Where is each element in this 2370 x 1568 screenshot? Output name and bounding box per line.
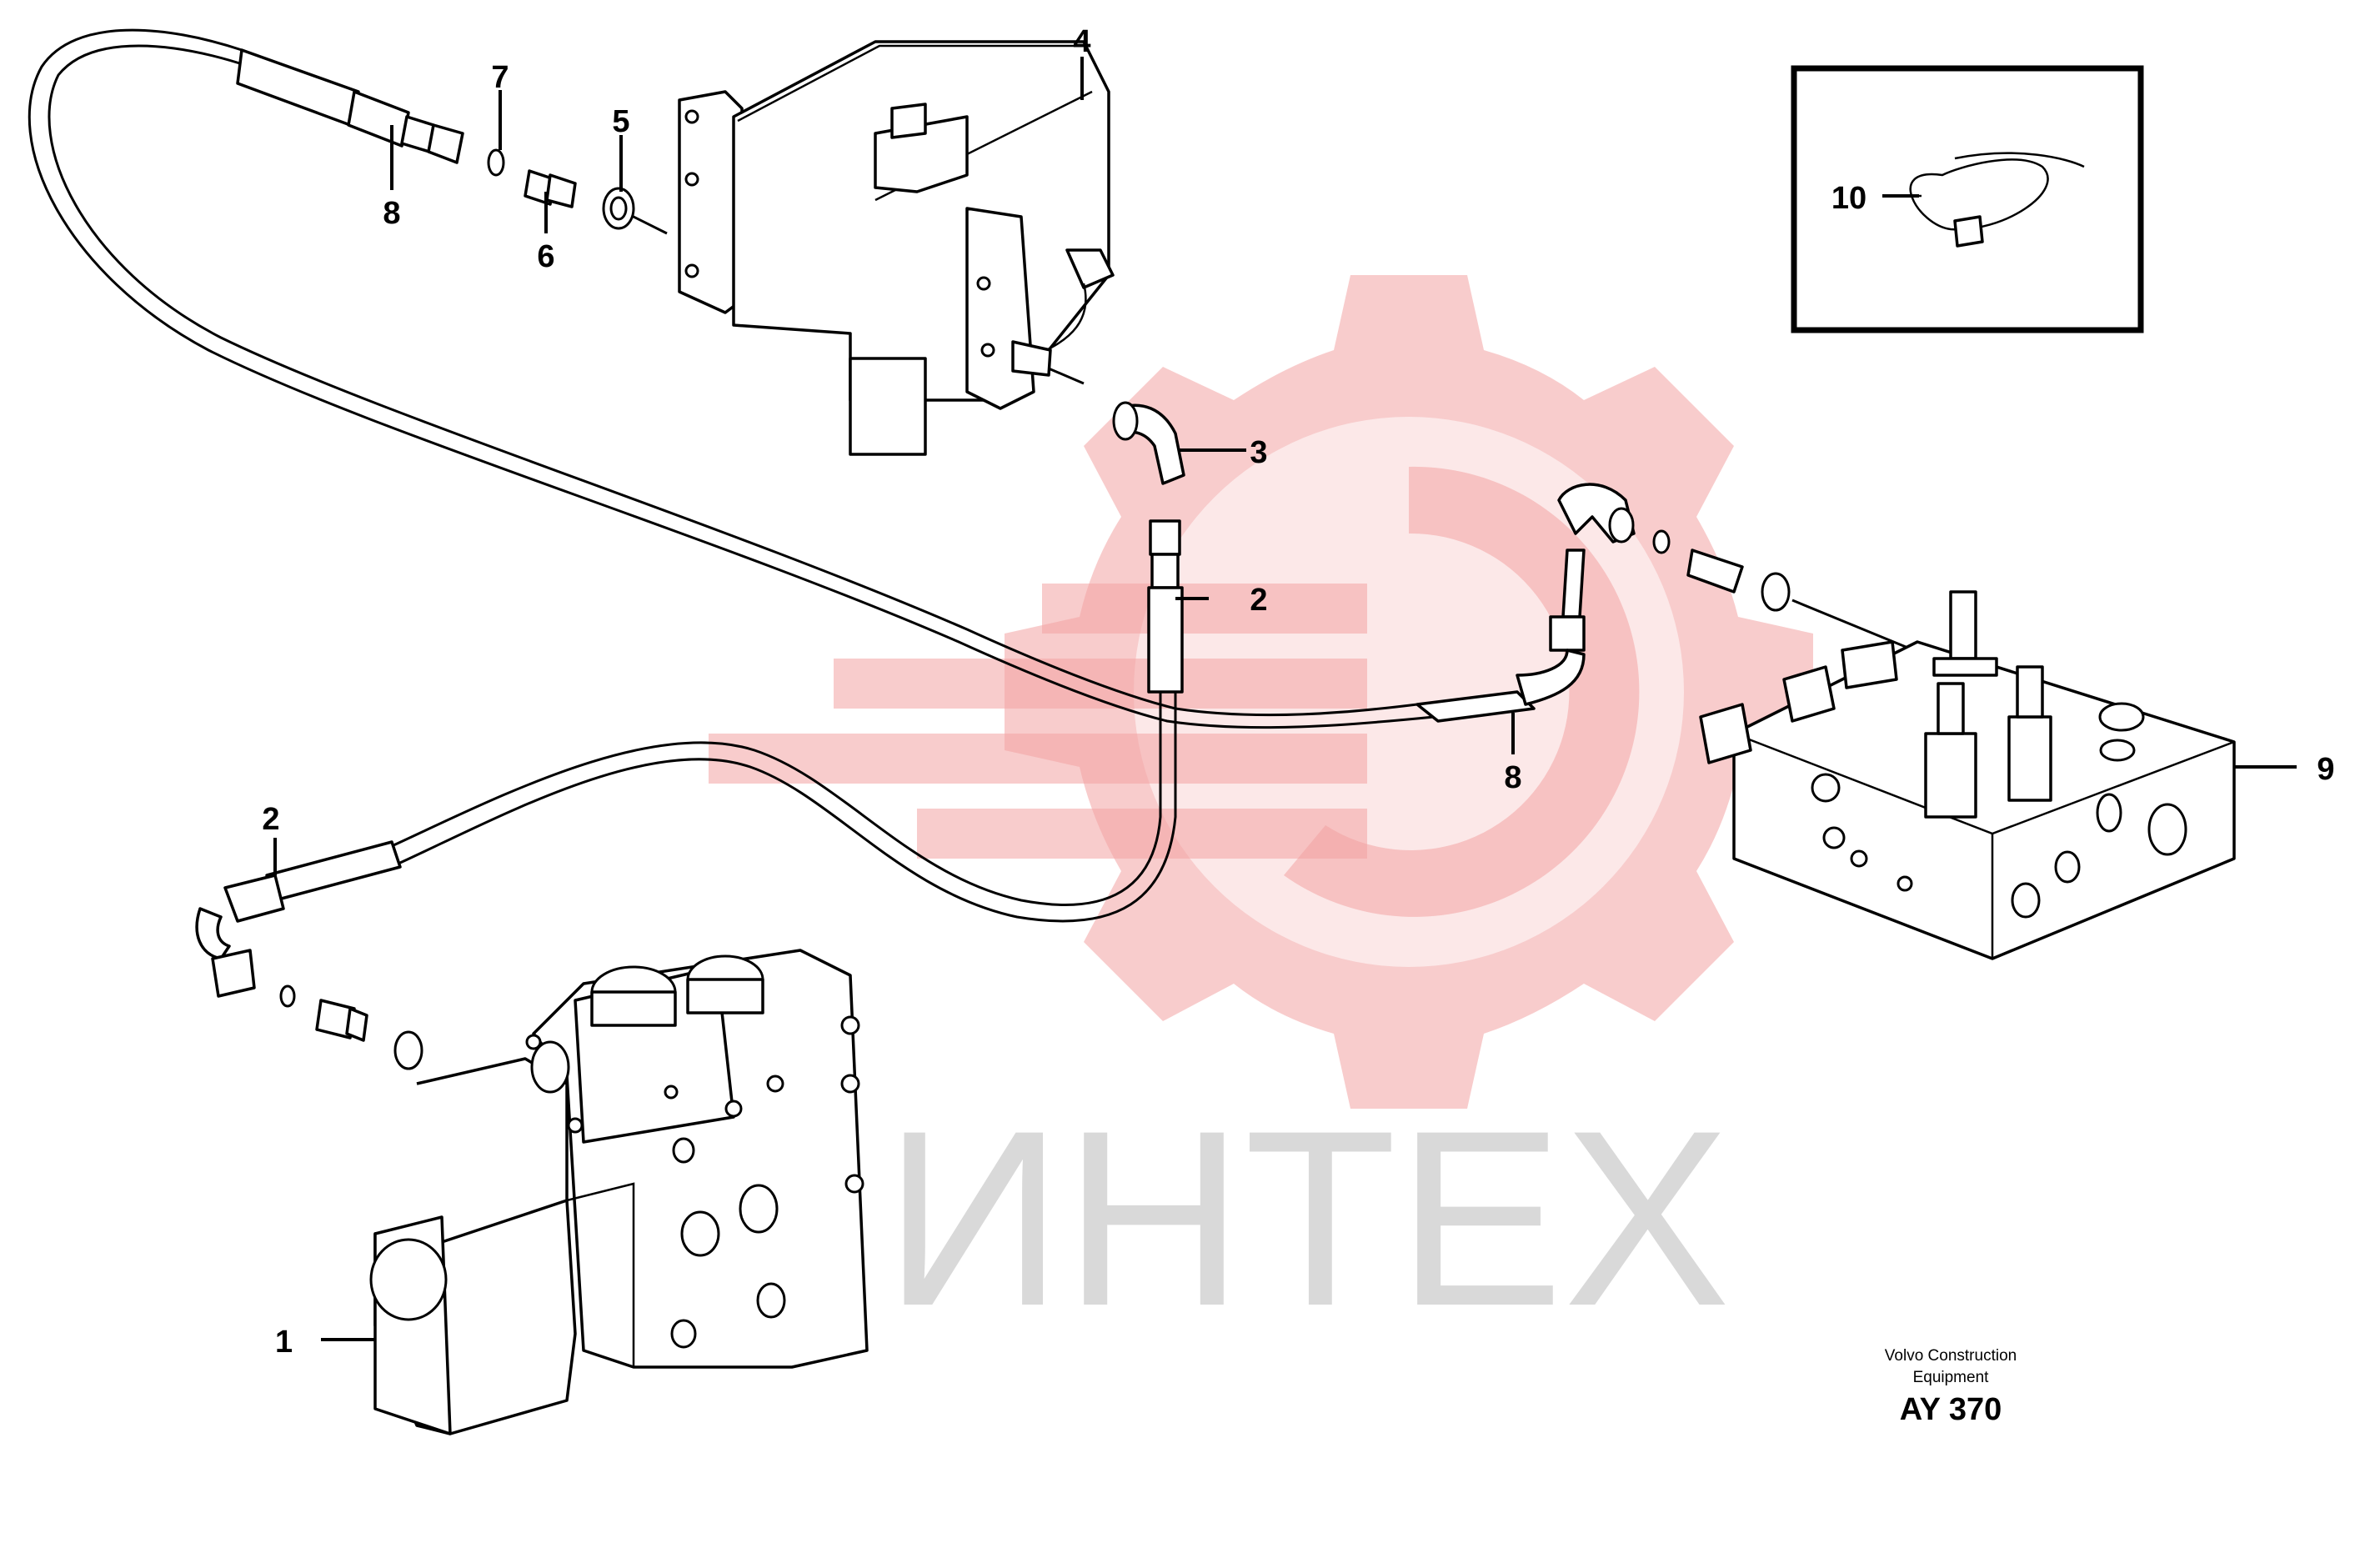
credit-block: Volvo Construction Equipment AY 370 xyxy=(1885,1347,2017,1427)
fittings-top-left xyxy=(236,48,635,230)
callout-1: 1 xyxy=(275,1325,293,1360)
hose-2-bottom-left xyxy=(195,840,423,1070)
callout-8a: 8 xyxy=(383,196,400,231)
hose-lines xyxy=(28,28,1935,923)
component-9-valve-manifold xyxy=(1699,590,2236,960)
leader-lines xyxy=(273,57,2297,1341)
figure-code: AY 370 xyxy=(1900,1392,2002,1427)
callout-3: 3 xyxy=(1250,435,1267,470)
callout-10: 10 xyxy=(1831,181,1866,216)
component-4-valve-block xyxy=(678,40,1115,456)
component-1-control-valve xyxy=(369,949,869,1435)
hose-2-center xyxy=(1147,519,1184,694)
callout-5: 5 xyxy=(612,104,629,139)
callouts: 1 2 2 3 4 5 6 7 8 8 9 10 xyxy=(262,24,2334,1360)
callout-6: 6 xyxy=(537,239,554,274)
watermark-text: ИНТЕХ xyxy=(884,1078,1731,1358)
credit-line-2: Equipment xyxy=(1913,1369,1990,1386)
callout-4: 4 xyxy=(1073,24,1090,59)
callout-2a: 2 xyxy=(262,802,279,837)
credit-line-1: Volvo Construction xyxy=(1885,1347,2017,1365)
detail-box xyxy=(1791,65,2144,333)
fittings-right-center xyxy=(1415,483,1791,723)
callout-2b: 2 xyxy=(1250,583,1267,618)
callout-8b: 8 xyxy=(1504,760,1521,795)
fitting-3-elbow xyxy=(1112,401,1185,485)
callout-7: 7 xyxy=(491,60,509,95)
callout-9: 9 xyxy=(2317,752,2334,787)
